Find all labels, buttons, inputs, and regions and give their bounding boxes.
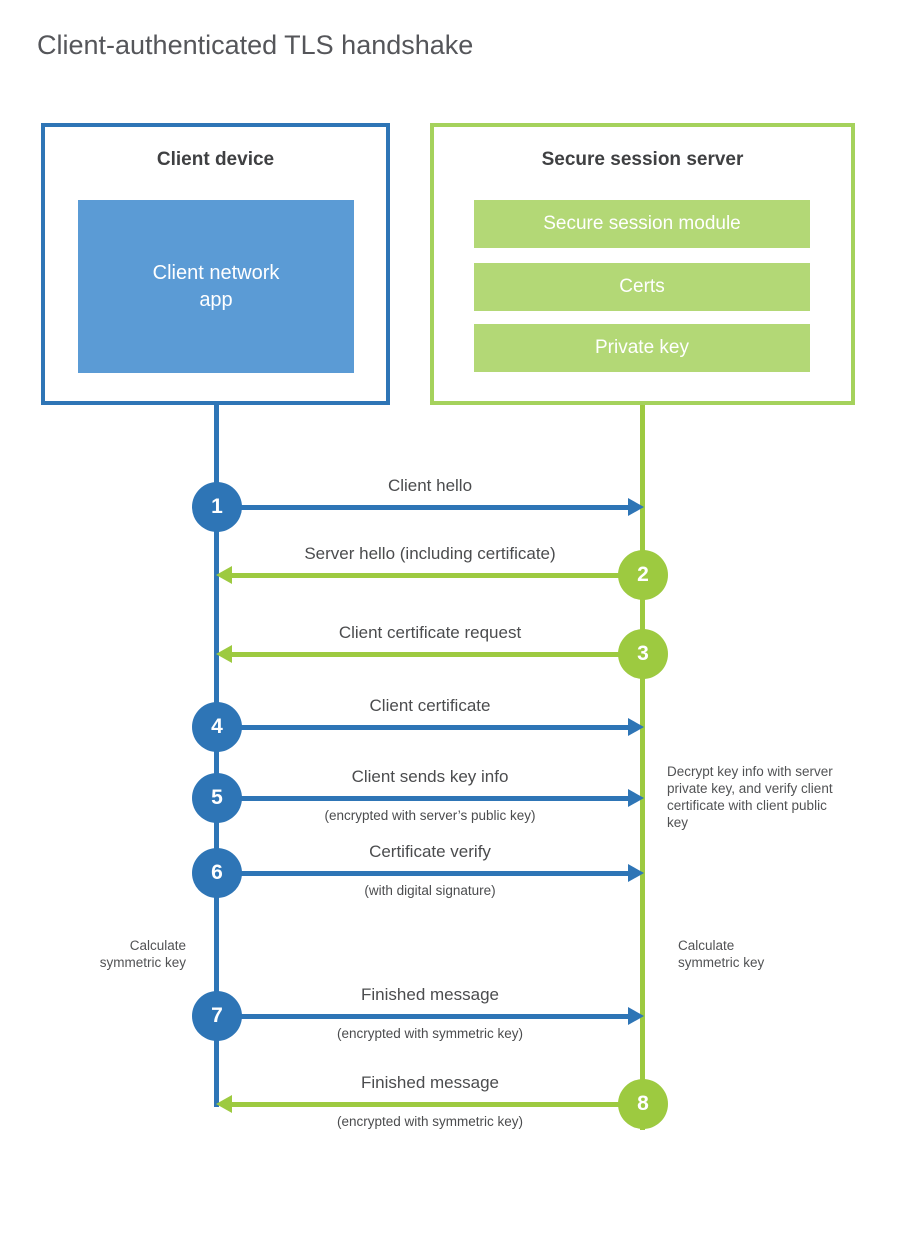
arrow-right-icon bbox=[217, 1007, 644, 1025]
message-label: Finished message bbox=[361, 985, 499, 1004]
decrypt-note: Decrypt key info with server private key… bbox=[667, 764, 833, 830]
secure-session-server-title: Secure session server bbox=[541, 149, 744, 170]
server-lifeline bbox=[640, 405, 645, 1130]
arrow-right-icon bbox=[217, 789, 644, 807]
step-number-badge: 8 bbox=[618, 1079, 668, 1129]
arrow-left-icon bbox=[216, 566, 643, 584]
step-number-badge: 4 bbox=[192, 702, 242, 752]
arrow-left-icon bbox=[216, 1095, 643, 1113]
page-title: Client-authenticated TLS handshake bbox=[37, 30, 474, 60]
calculate-symmetric-key-note-client: Calculate symmetric key bbox=[99, 938, 186, 970]
step-number-badge: 3 bbox=[618, 629, 668, 679]
message-sublabel: (encrypted with symmetric key) bbox=[336, 1026, 524, 1041]
message-label: Client certificate request bbox=[338, 623, 522, 642]
message-label: Finished message bbox=[361, 1073, 499, 1092]
message-sublabel: (with digital signature) bbox=[364, 883, 496, 898]
step-number-badge: 7 bbox=[192, 991, 242, 1041]
message-sublabel: (encrypted with symmetric key) bbox=[336, 1114, 524, 1129]
client-network-app-label: Client network app bbox=[152, 261, 280, 311]
arrow-right-icon bbox=[217, 498, 644, 516]
arrow-left-icon bbox=[216, 645, 643, 663]
message-sublabel: (encrypted with server’s public key) bbox=[324, 808, 536, 823]
message-label: Server hello (including certificate) bbox=[304, 544, 556, 563]
server-module-secure-session: Secure session module bbox=[474, 200, 810, 248]
arrow-right-icon bbox=[217, 718, 644, 736]
calculate-symmetric-key-note-server: Calculate symmetric key bbox=[678, 938, 765, 970]
client-lifeline bbox=[214, 405, 219, 1107]
message-label: Client sends key info bbox=[351, 767, 509, 786]
client-network-app-box: Client network app bbox=[78, 200, 354, 373]
step-number-badge: 5 bbox=[192, 773, 242, 823]
message-label: Client certificate bbox=[369, 696, 491, 715]
step-number-badge: 2 bbox=[618, 550, 668, 600]
step-number-badge: 6 bbox=[192, 848, 242, 898]
message-label: Client hello bbox=[387, 476, 473, 495]
client-device-title: Client device bbox=[156, 149, 275, 170]
arrow-right-icon bbox=[217, 864, 644, 882]
step-number-badge: 1 bbox=[192, 482, 242, 532]
server-module-certs: Certs bbox=[474, 263, 810, 311]
message-label: Certificate verify bbox=[369, 842, 491, 861]
server-module-private-key: Private key bbox=[474, 324, 810, 372]
